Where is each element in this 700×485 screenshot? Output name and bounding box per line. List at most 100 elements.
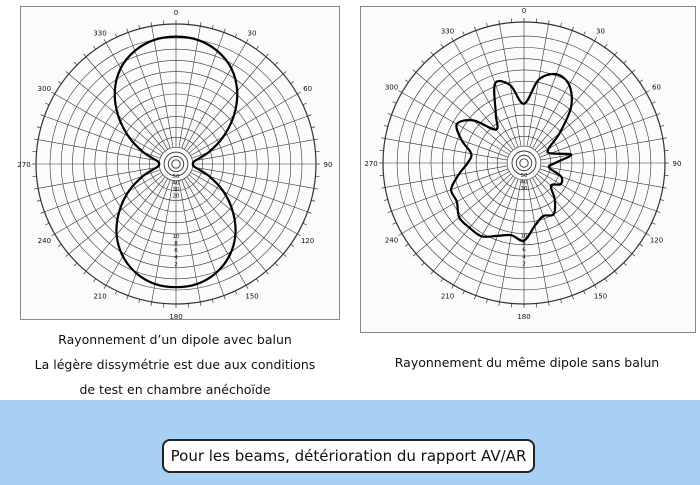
degree-tick xyxy=(662,137,667,139)
degree-tick xyxy=(604,278,608,282)
degree-tick xyxy=(51,91,55,95)
grid-spoke xyxy=(151,26,174,148)
degree-tick xyxy=(639,79,643,83)
radial-tick-label: 2 xyxy=(522,262,526,268)
degree-tick xyxy=(313,187,318,190)
caption-line-3: de test en chambre anéchoïde xyxy=(79,382,271,397)
degree-tick xyxy=(65,71,69,75)
angle-tick-label: 300 xyxy=(385,84,398,92)
degree-tick xyxy=(36,126,41,129)
degree-tick xyxy=(651,222,656,225)
degree-tick xyxy=(623,60,627,64)
degree-tick xyxy=(34,187,39,190)
grid-spoke xyxy=(190,172,298,235)
degree-tick xyxy=(387,113,392,116)
grid-spoke xyxy=(85,56,166,152)
degree-tick xyxy=(656,113,661,116)
degree-tick xyxy=(405,243,409,247)
degree-tick xyxy=(383,199,388,201)
grid-spoke xyxy=(188,174,284,255)
degree-tick xyxy=(283,71,287,75)
degree-tick xyxy=(548,301,550,306)
radial-tick-label: 20 xyxy=(173,194,180,200)
degree-tick xyxy=(548,20,550,25)
angle-tick-label: 180 xyxy=(517,313,530,321)
grid-spoke xyxy=(540,138,663,161)
angle-tick-label: 30 xyxy=(248,29,257,37)
degree-tick xyxy=(290,244,295,247)
grid-spoke xyxy=(453,40,516,149)
degree-tick xyxy=(398,233,403,236)
center-ring xyxy=(167,155,185,173)
grid-spoke xyxy=(538,92,647,155)
degree-tick xyxy=(114,290,118,295)
degree-tick xyxy=(297,233,301,237)
grid-spoke xyxy=(105,42,168,150)
grid-spoke xyxy=(499,179,522,302)
degree-tick xyxy=(114,33,118,38)
radial-tick-label: 50 xyxy=(521,173,528,179)
degree-tick xyxy=(583,31,586,36)
polar-plot-without-balun: 0306090120150180210240270300330504030108… xyxy=(364,7,682,321)
degree-tick xyxy=(274,61,279,66)
degree-tick xyxy=(274,262,279,267)
angle-tick-label: 120 xyxy=(301,237,314,245)
grid-spoke xyxy=(529,30,573,148)
degree-tick xyxy=(660,125,665,127)
degree-tick xyxy=(631,253,636,257)
grid-spoke xyxy=(38,139,160,162)
grid-spoke xyxy=(415,173,512,254)
radial-tick-label: 8 xyxy=(522,241,526,247)
grid-spoke xyxy=(540,165,663,188)
radial-tick-label: 2 xyxy=(174,262,178,268)
degree-tick xyxy=(560,22,562,27)
degree-tick xyxy=(40,211,45,214)
grid-spoke xyxy=(178,180,201,302)
degree-tick xyxy=(307,211,312,214)
degree-tick xyxy=(645,90,650,93)
grid-spoke xyxy=(539,114,657,158)
grid-spoke xyxy=(415,72,512,153)
degree-tick xyxy=(138,24,141,29)
degree-tick xyxy=(83,271,87,275)
degree-tick xyxy=(430,270,434,275)
angle-tick-label: 90 xyxy=(673,160,682,168)
degree-tick xyxy=(45,222,50,226)
angle-tick-label: 0 xyxy=(174,9,178,17)
grid-spoke xyxy=(385,138,508,161)
grid-spoke xyxy=(391,168,509,212)
degree-tick xyxy=(265,53,269,57)
caption-with-balun: Rayonnement d’un dipole avec balun La lé… xyxy=(20,327,330,402)
degree-tick xyxy=(421,262,425,266)
degree-tick xyxy=(126,28,129,33)
conclusion-box: Pour les beams, détérioration du rapport… xyxy=(162,439,535,473)
degree-tick xyxy=(604,44,608,48)
degree-tick xyxy=(571,26,574,31)
degree-tick xyxy=(474,26,477,31)
degree-tick xyxy=(150,301,153,306)
grid-spoke xyxy=(532,40,595,149)
degree-tick xyxy=(36,199,41,202)
grid-spoke xyxy=(475,30,519,148)
angle-tick-label: 300 xyxy=(38,85,51,93)
center-ring xyxy=(171,159,181,169)
radial-tick-label: 30 xyxy=(521,186,528,192)
grid-spoke xyxy=(433,175,514,272)
grid-spoke xyxy=(526,24,549,147)
grid-spoke xyxy=(529,178,573,296)
angle-tick-label: 240 xyxy=(385,237,398,245)
angle-tick-label: 150 xyxy=(594,293,607,301)
degree-tick xyxy=(51,233,55,237)
radiation-pattern-curve xyxy=(113,35,239,289)
grid-spoke xyxy=(534,175,615,272)
angle-tick-label: 210 xyxy=(93,293,106,301)
grid-spoke xyxy=(68,174,164,255)
degree-tick xyxy=(302,222,307,226)
degree-tick xyxy=(486,299,488,304)
angle-tick-label: 330 xyxy=(441,28,454,36)
radial-tick-label: 6 xyxy=(174,248,178,254)
grid-spoke xyxy=(401,171,510,234)
degree-tick xyxy=(645,233,650,236)
degree-tick xyxy=(421,60,425,64)
